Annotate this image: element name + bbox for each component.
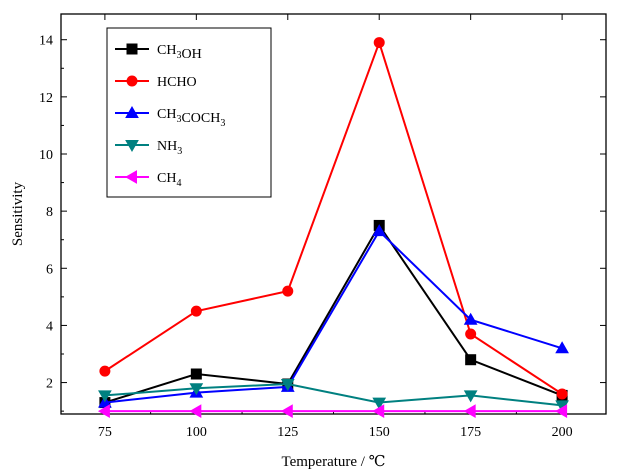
- legend-marker: [124, 170, 137, 184]
- legend-label: CH4: [157, 171, 181, 189]
- legend-marker: [125, 105, 139, 118]
- legend-label: CH3OH: [157, 43, 202, 62]
- x-tick-label: 200: [552, 425, 573, 440]
- data-point: [555, 341, 569, 354]
- x-tick-label: 150: [369, 425, 390, 440]
- legend-label: HCHO: [157, 75, 197, 90]
- data-point: [463, 390, 478, 403]
- legend-label: NH3: [157, 139, 182, 157]
- y-tick-label: 4: [46, 319, 53, 334]
- data-point: [556, 388, 568, 400]
- data-point: [189, 404, 202, 419]
- y-axis-label: Sensitivity: [10, 181, 26, 246]
- legend-marker: [125, 140, 139, 153]
- legend-item: HCHO: [115, 75, 197, 90]
- series-ch3coch3: [98, 224, 569, 408]
- series-layer: [97, 37, 569, 419]
- data-point: [98, 390, 112, 403]
- y-tick-label: 8: [46, 205, 53, 220]
- y-tick-label: 14: [39, 34, 53, 49]
- legend-label: CH3COCH3: [157, 107, 225, 129]
- data-point: [463, 404, 476, 419]
- legend-marker: [126, 75, 138, 87]
- series-line: [104, 39, 563, 395]
- legend-item: CH3OH: [115, 43, 202, 62]
- legend-item: CH3COCH3: [115, 105, 225, 129]
- y-tick-label: 2: [46, 377, 53, 392]
- data-point: [190, 305, 202, 317]
- legend-marker: [126, 43, 138, 55]
- legend-item: NH3: [115, 139, 182, 157]
- x-tick-label: 125: [277, 425, 298, 440]
- data-point: [372, 397, 387, 410]
- x-tick-label: 100: [186, 425, 207, 440]
- data-point: [97, 404, 110, 419]
- y-tick-label: 12: [39, 91, 53, 106]
- data-point: [555, 404, 568, 419]
- series-hcho: [99, 37, 568, 400]
- series-ch4: [97, 404, 568, 419]
- x-tick-label: 175: [460, 425, 481, 440]
- data-point: [189, 383, 204, 396]
- data-point: [280, 404, 293, 419]
- x-axis-label: Temperature / ℃: [281, 454, 385, 470]
- data-point: [372, 404, 385, 419]
- data-point: [463, 312, 478, 325]
- data-point: [372, 224, 387, 237]
- data-point: [465, 328, 477, 340]
- series-line: [104, 223, 563, 404]
- series-nh3: [98, 379, 569, 413]
- data-point: [190, 368, 202, 380]
- y-tick-label: 6: [46, 262, 53, 277]
- y-tick-label: 10: [39, 148, 53, 163]
- data-point: [282, 285, 294, 297]
- series-ch3oh: [99, 219, 568, 409]
- data-point: [465, 354, 477, 366]
- series-line: [104, 382, 563, 407]
- data-point: [373, 37, 385, 49]
- axes: 75 100 125 150 175 200 2 4 6 8 10 12 14: [39, 13, 607, 440]
- x-tick-label: 75: [98, 425, 112, 440]
- series-line: [104, 229, 563, 404]
- data-point: [99, 365, 111, 377]
- data-point: [280, 379, 295, 392]
- legend-item: CH4: [115, 170, 181, 189]
